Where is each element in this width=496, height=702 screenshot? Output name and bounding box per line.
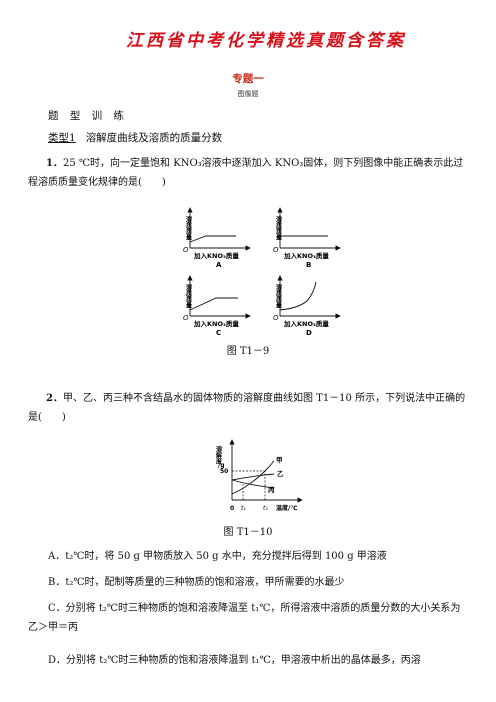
graph-c-y-label: 溶质质量 bbox=[185, 283, 192, 309]
graph-d-letter: D bbox=[306, 329, 312, 337]
type-title: 溶解度曲线及溶质的质量分数 bbox=[85, 132, 223, 144]
type-tag: 类型1 bbox=[48, 132, 76, 144]
x-axis-label: 温度/℃ bbox=[276, 504, 297, 512]
figure-caption-t1-9: 图 T1－9 bbox=[226, 346, 270, 357]
graph-a-letter: A bbox=[216, 261, 222, 269]
curve-jia bbox=[231, 460, 275, 495]
type-heading: 类型1 溶解度曲线及溶质的质量分数 bbox=[48, 130, 222, 145]
option-d: D．分别将 t₂℃时三种物质的饱和溶液降温到 t₁℃，甲溶液中析出的晶体最多，丙… bbox=[48, 655, 421, 666]
graph-c: 溶质质量 O 加入KNO₃质量 C bbox=[183, 275, 251, 337]
graph-d: 溶质质量 O 加入KNO₃质量 D bbox=[273, 275, 341, 337]
section-heading: 题 型 训 练 bbox=[48, 110, 129, 122]
graph-d-x-label: 加入KNO₃质量 bbox=[283, 319, 329, 328]
graph-b: 溶质质量 O 加入KNO₃质量 B bbox=[273, 207, 341, 269]
option-b: B．t₂℃时，配制等质量的三种物质的饱和溶液，甲所需要的水最少 bbox=[48, 577, 345, 588]
question-1-number: 1． bbox=[46, 158, 63, 169]
graph-a-origin: O bbox=[183, 246, 189, 254]
x-tick-0: 0 bbox=[230, 505, 234, 512]
graph-d-y-label: 溶质质量 bbox=[275, 283, 282, 309]
graph-c-curve bbox=[189, 297, 238, 311]
label-bing: 丙 bbox=[268, 486, 275, 494]
y-axis-label: 溶解度 bbox=[215, 445, 222, 465]
graph-b-y-label: 溶质质量 bbox=[275, 215, 282, 241]
x-tick-t1: t₁ bbox=[241, 505, 246, 512]
y-axis-unit: /g bbox=[218, 462, 225, 469]
label-jia: 甲 bbox=[276, 456, 283, 464]
graph-c-letter: C bbox=[216, 329, 221, 337]
curve-yi bbox=[231, 473, 275, 481]
graph-a-curve bbox=[189, 235, 236, 243]
graph-b-x-label: 加入KNO₃质量 bbox=[283, 251, 329, 260]
x-tick-t2: t₂ bbox=[263, 505, 268, 512]
document-banner-title: 江西省中考化学精选真题含答案 bbox=[126, 31, 406, 51]
question-1-graphs: 溶质质量 O 加入KNO₃质量 A 溶质质量 O 加入KNO₃质量 B 溶质质量… bbox=[183, 207, 341, 337]
option-c: C．分别将 t₂℃时三种物质的饱和溶液降温至 t₁℃，所得溶液中溶质的质量分数的… bbox=[28, 603, 461, 633]
question-2-number: 2． bbox=[46, 393, 63, 404]
graph-d-curve bbox=[279, 281, 317, 311]
graph-a-x-label: 加入KNO₃质量 bbox=[193, 251, 239, 260]
topic-title: 专题一 bbox=[232, 73, 264, 85]
graph-d-origin: O bbox=[273, 314, 279, 322]
question-1-text: 1．25 ℃时，向一定量饱和 KNO₃溶液中逐渐加入 KNO₃固体，则下列图像中… bbox=[28, 154, 470, 192]
graph-a: 溶质质量 O 加入KNO₃质量 A bbox=[183, 207, 251, 269]
figure-caption-t1-10: 图 T1－10 bbox=[223, 527, 273, 538]
label-yi: 乙 bbox=[277, 470, 284, 478]
question-2-text: 2．甲、乙、丙三种不含结晶水的固体物质的溶解度曲线如图 T1－10 所示，下列说… bbox=[28, 389, 470, 427]
question-2-body: 甲、乙、丙三种不含结晶水的固体物质的溶解度曲线如图 T1－10 所示，下列说法中… bbox=[28, 393, 466, 423]
graph-b-letter: B bbox=[306, 261, 311, 269]
curve-bing bbox=[231, 479, 275, 489]
graph-a-y-label: 溶质质量 bbox=[185, 215, 192, 241]
option-a: A．t₂℃时，将 50 g 甲物质放入 50 g 水中，充分搅拌后得到 100 … bbox=[48, 551, 387, 562]
graph-b-origin: O bbox=[273, 246, 279, 254]
question-1-body: 25 ℃时，向一定量饱和 KNO₃溶液中逐渐加入 KNO₃固体，则下列图像中能正… bbox=[28, 158, 464, 188]
subtopic-title: 图像题 bbox=[237, 90, 259, 98]
solubility-curve-figure: 溶解度 /g 50 甲 乙 丙 0 t₁ t₂ 温度/℃ bbox=[215, 439, 303, 512]
y-tick-50: 50 bbox=[220, 468, 228, 475]
graph-c-x-label: 加入KNO₃质量 bbox=[193, 319, 239, 328]
graph-c-origin: O bbox=[183, 314, 189, 322]
